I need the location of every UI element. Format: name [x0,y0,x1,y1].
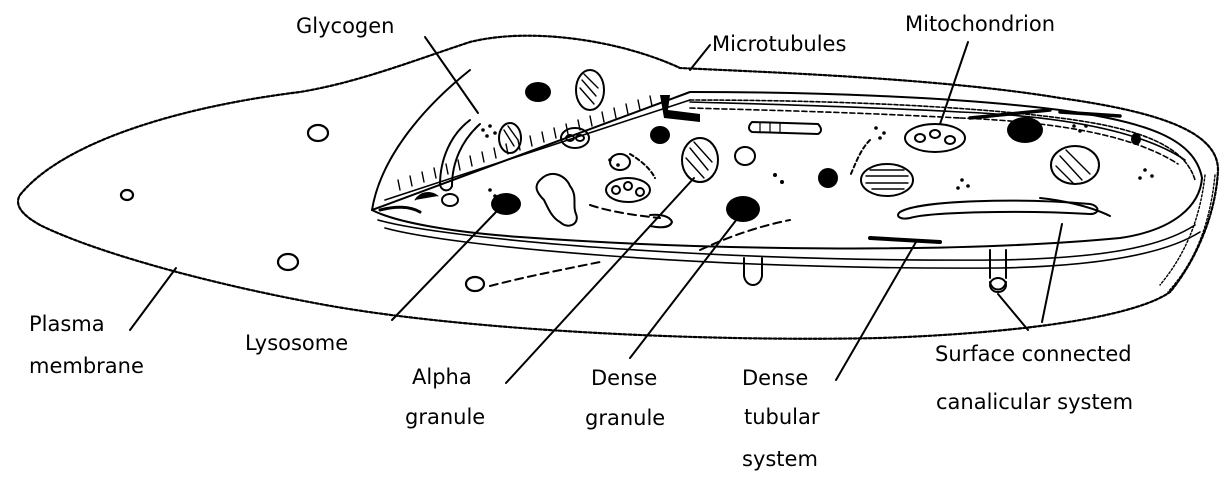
label-canalicular-2: canalicular system [936,390,1133,414]
mitochondria [561,124,965,202]
leader-microtubules [690,45,710,70]
cut-face-hatching [398,96,652,190]
label-dense: Dense [591,366,657,390]
leader-dense-tubular [836,242,916,380]
label-alpha-granule: granule [405,405,485,429]
irregular-vacuole [537,174,577,226]
label-plasma: Plasma [29,312,105,336]
leader-canalicular-b [1042,224,1062,322]
label-mitochondrion: Mitochondrion [905,12,1055,36]
label-lysosome: Lysosome [245,331,348,355]
dashed-channels [490,140,870,286]
label-canalicular-1: Surface connected [935,342,1132,366]
label-glycogen: Glycogen [296,14,395,38]
label-dense-tubular-2: tubular [744,405,820,429]
label-dense-tubular-3: system [742,447,818,471]
label-microtubules: Microtubules [712,32,846,56]
label-dense-tubular-1: Dense [742,366,808,390]
leader-canalicular-a [998,294,1028,330]
label-membrane: membrane [29,354,144,378]
label-alpha: Alpha [412,365,472,389]
label-dense-granule: granule [585,406,665,430]
vesicles-left [121,125,484,291]
leader-plasma-membrane [130,268,176,330]
leader-alpha-granule [506,178,694,383]
small-tubule-top [749,122,821,134]
